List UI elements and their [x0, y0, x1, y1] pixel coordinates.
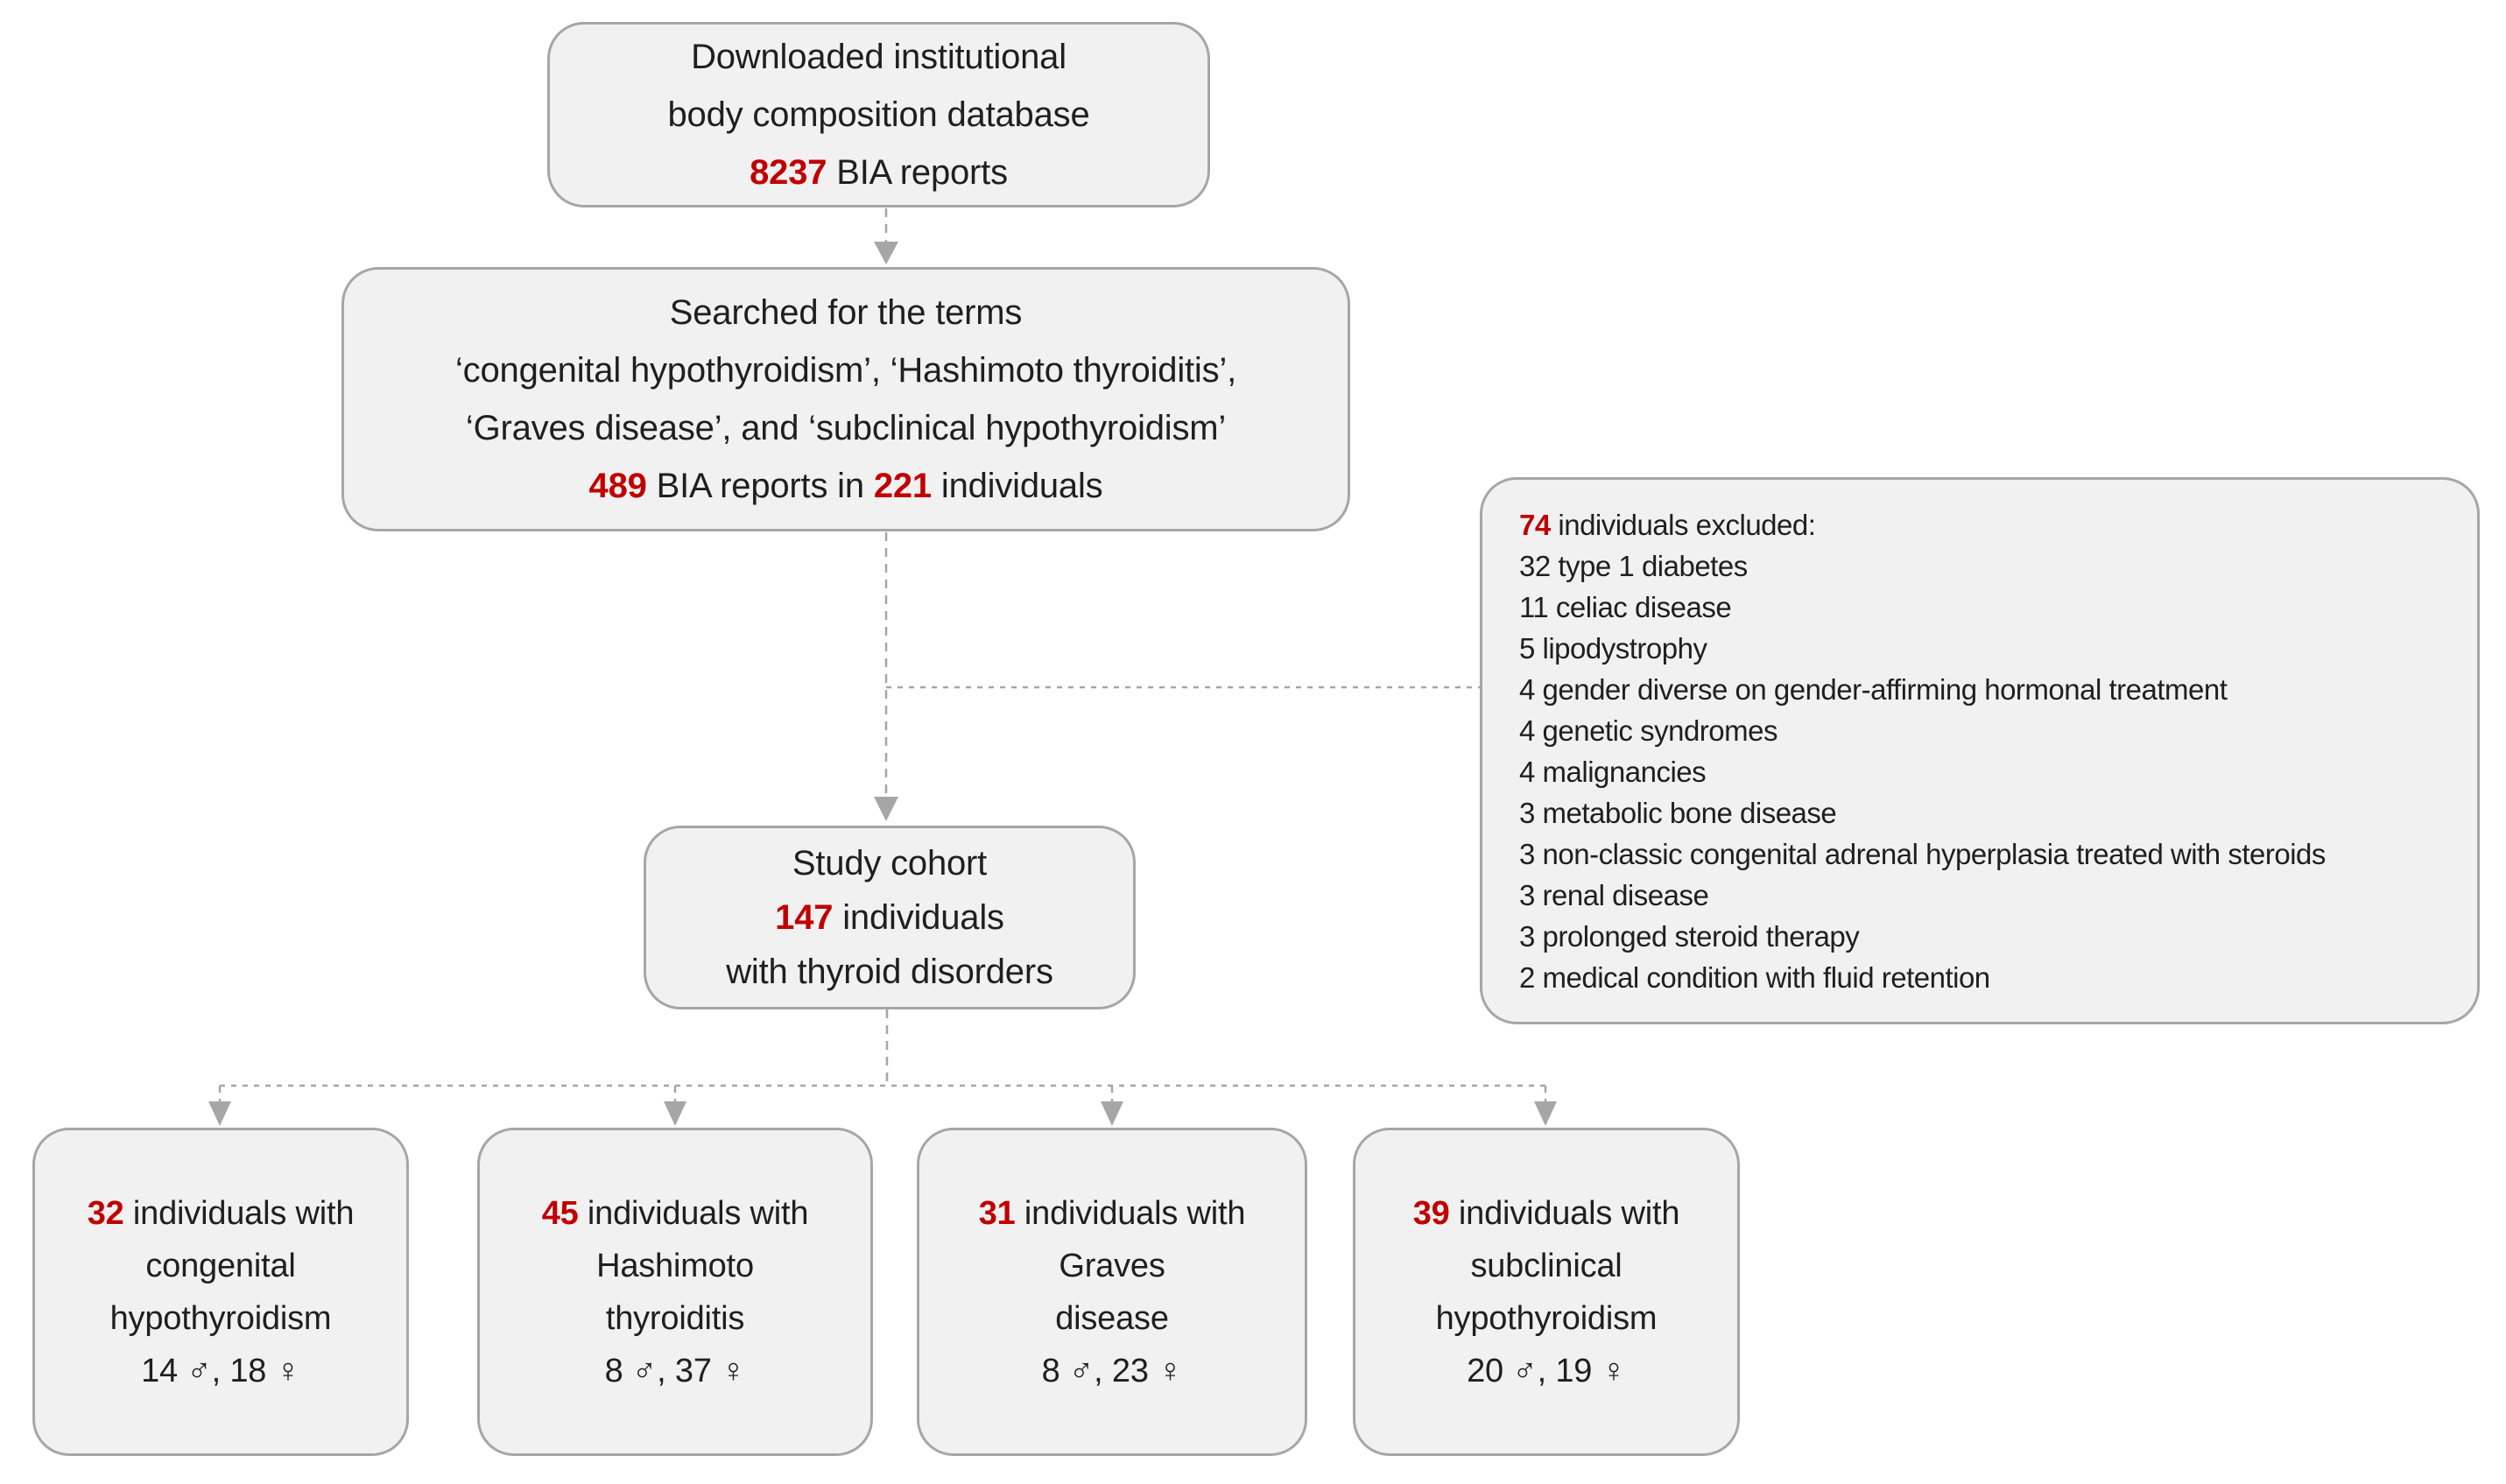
group-name-line-1: Graves — [1059, 1247, 1165, 1284]
group-count: 45 — [541, 1194, 579, 1232]
searched-reports-count: 489 — [588, 467, 647, 505]
group-count-line: 31 individuals with — [979, 1187, 1246, 1240]
arrowhead-searched — [874, 242, 898, 264]
searched-suffix-text: individuals — [931, 467, 1103, 505]
excluded-item: 4 malignancies — [1519, 755, 1707, 788]
group-with-text: individuals with — [1449, 1194, 1680, 1232]
excluded-item: 3 metabolic bone disease — [1519, 796, 1837, 829]
box-group-hashimoto-thyroiditis: 45 individuals with Hashimoto thyroiditi… — [477, 1128, 873, 1456]
group-name-line-1: subclinical — [1470, 1247, 1623, 1284]
group-with-text: individuals with — [123, 1194, 355, 1232]
arrowhead-cohort — [874, 797, 898, 821]
arrowhead-group-1 — [208, 1101, 231, 1126]
group-name-line-2: hypothyroidism — [1435, 1299, 1658, 1337]
searched-line-3: ‘Graves disease’, and ‘subclinical hypot… — [465, 409, 1227, 447]
excluded-count: 74 — [1519, 508, 1551, 541]
searched-line-1: Searched for the terms — [669, 293, 1023, 332]
cohort-count-suffix: individuals — [833, 898, 1004, 937]
searched-between-text: BIA reports in — [646, 467, 874, 505]
searched-individuals-count: 221 — [873, 467, 932, 505]
group-name-line-2: hypothyroidism — [109, 1299, 332, 1337]
downloaded-count-suffix: BIA reports — [827, 153, 1008, 192]
group-count-line: 45 individuals with — [542, 1187, 809, 1240]
excluded-item: 5 lipodystrophy — [1519, 631, 1707, 665]
excluded-header-line: 74 individuals excluded: — [1519, 504, 1816, 545]
cohort-line-3: with thyroid disorders — [726, 953, 1053, 991]
group-sex-line: 14 ♂, 18 ♀ — [141, 1352, 300, 1389]
downloaded-count: 8237 — [750, 153, 827, 192]
arrowhead-group-2 — [664, 1101, 686, 1126]
arrowhead-group-4 — [1534, 1101, 1557, 1126]
group-count: 39 — [1412, 1194, 1450, 1232]
searched-count-line: 489 BIA reports in 221 individuals — [589, 457, 1103, 515]
box-search-terms: Searched for the terms ‘congenital hypot… — [341, 267, 1350, 531]
group-sex-line: 8 ♂, 23 ♀ — [1041, 1352, 1183, 1389]
excluded-item: 3 renal disease — [1519, 878, 1709, 911]
group-sex-line: 20 ♂, 19 ♀ — [1467, 1352, 1626, 1389]
excluded-item: 3 non-classic congenital adrenal hyperpl… — [1519, 837, 2326, 870]
group-with-text: individuals with — [1015, 1194, 1246, 1232]
downloaded-line-2: body composition database — [667, 95, 1090, 134]
cohort-count-line: 147 individuals — [775, 890, 1004, 945]
box-study-cohort: Study cohort 147 individuals with thyroi… — [644, 826, 1136, 1009]
cohort-line-1: Study cohort — [792, 844, 988, 883]
group-count-line: 39 individuals with — [1413, 1187, 1680, 1240]
arrowhead-group-3 — [1101, 1101, 1123, 1126]
excluded-item: 3 prolonged steroid therapy — [1519, 919, 1860, 953]
box-group-graves-disease: 31 individuals with Graves disease 8 ♂, … — [917, 1128, 1307, 1456]
group-count: 32 — [87, 1194, 124, 1232]
box-group-subclinical-hypothyroidism: 39 individuals with subclinical hypothyr… — [1353, 1128, 1740, 1456]
downloaded-line-1: Downloaded institutional — [691, 38, 1066, 76]
group-count: 31 — [978, 1194, 1016, 1232]
cohort-count: 147 — [775, 898, 834, 937]
excluded-header-text: individuals excluded: — [1550, 508, 1816, 541]
box-downloaded-database: Downloaded institutional body compositio… — [547, 22, 1210, 207]
excluded-item: 4 genetic syndromes — [1519, 714, 1778, 747]
group-name-line-1: Hashimoto — [596, 1247, 754, 1284]
group-count-line: 32 individuals with — [88, 1187, 355, 1240]
group-sex-line: 8 ♂, 37 ♀ — [604, 1352, 746, 1389]
group-with-text: individuals with — [578, 1194, 809, 1232]
group-name-line-1: congenital — [145, 1247, 296, 1284]
excluded-item: 2 medical condition with fluid retention — [1519, 960, 1990, 994]
excluded-item: 4 gender diverse on gender-affirming hor… — [1519, 672, 2228, 706]
excluded-item: 11 celiac disease — [1519, 590, 1732, 623]
group-name-line-2: disease — [1055, 1299, 1169, 1337]
group-name-line-2: thyroiditis — [605, 1299, 745, 1337]
box-group-congenital-hypothyroidism: 32 individuals with congenital hypothyro… — [32, 1128, 409, 1456]
excluded-item: 32 type 1 diabetes — [1519, 549, 1748, 582]
downloaded-count-line: 8237 BIA reports — [750, 144, 1008, 201]
searched-line-2: ‘congenital hypothyroidism’, ‘Hashimoto … — [454, 351, 1237, 390]
box-excluded: 74 individuals excluded: 32 type 1 diabe… — [1480, 477, 2480, 1024]
